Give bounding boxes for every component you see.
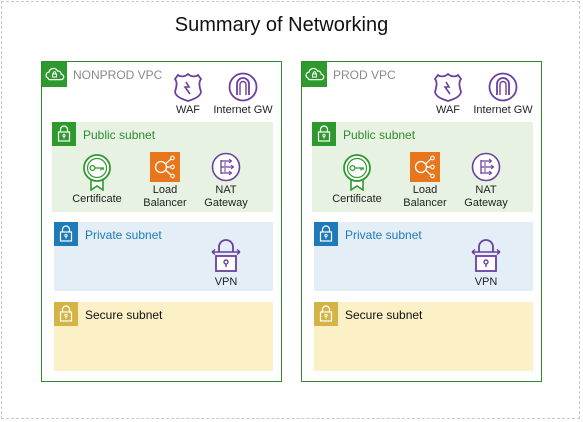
internet-gateway-label: Internet GW bbox=[213, 104, 273, 116]
cloud-lock-icon bbox=[42, 62, 67, 87]
load-balancer-node[interactable]: Load Balancer bbox=[140, 152, 190, 210]
waf-label: WAF bbox=[175, 104, 201, 116]
waf-node[interactable]: WAF bbox=[168, 72, 208, 117]
nat-gateway-icon bbox=[471, 152, 501, 182]
public-subnet-label: Public subnet bbox=[83, 128, 156, 142]
vpn-label: VPN bbox=[214, 276, 238, 288]
private-subnet[interactable]: Private subnet VPN bbox=[54, 222, 273, 291]
vpc-label: PROD VPC bbox=[333, 68, 396, 82]
vpc-group-nonprod[interactable]: NONPROD VPC WAF Internet GW Public subne… bbox=[41, 61, 282, 382]
vpn-lock-icon bbox=[471, 239, 501, 272]
load-balancer-icon bbox=[150, 152, 180, 182]
nat-gateway-label-2: Gateway bbox=[464, 197, 508, 209]
nat-gateway-icon bbox=[211, 152, 241, 182]
secure-subnet[interactable]: Secure subnet bbox=[54, 302, 273, 371]
lock-icon bbox=[314, 222, 338, 246]
load-balancer-icon bbox=[410, 152, 440, 182]
certificate-node[interactable]: Certificate bbox=[326, 153, 388, 206]
nat-gateway-node[interactable]: NAT Gateway bbox=[460, 152, 512, 210]
certificate-label: Certificate bbox=[72, 193, 122, 205]
internet-gateway-icon bbox=[228, 72, 258, 102]
cloud-lock-icon bbox=[302, 62, 327, 87]
public-subnet[interactable]: Public subnet Certificate Load Balancer bbox=[52, 122, 273, 212]
vpn-label: VPN bbox=[474, 276, 498, 288]
nat-gateway-node[interactable]: NAT Gateway bbox=[200, 152, 252, 210]
secure-subnet-label: Secure subnet bbox=[85, 308, 163, 322]
waf-label: WAF bbox=[435, 104, 461, 116]
nat-gateway-label-1: NAT bbox=[475, 184, 497, 196]
load-balancer-label-1: Load bbox=[412, 184, 438, 196]
vpn-lock-icon bbox=[211, 239, 241, 272]
waf-shield-icon bbox=[173, 72, 203, 102]
nat-gateway-label-2: Gateway bbox=[204, 197, 248, 209]
private-subnet[interactable]: Private subnet VPN bbox=[314, 222, 533, 291]
private-subnet-label: Private subnet bbox=[345, 228, 422, 242]
diagram-title: Summary of Networking bbox=[174, 14, 389, 36]
internet-gateway-label: Internet GW bbox=[473, 104, 533, 116]
internet-gateway-node[interactable]: Internet GW bbox=[210, 72, 276, 117]
secure-subnet-label: Secure subnet bbox=[345, 308, 423, 322]
vpn-node[interactable]: VPN bbox=[466, 236, 506, 289]
public-subnet[interactable]: Public subnet Certificate Load Balancer bbox=[312, 122, 533, 212]
private-subnet-label: Private subnet bbox=[85, 228, 162, 242]
load-balancer-label-1: Load bbox=[152, 184, 178, 196]
vpc-group-prod[interactable]: PROD VPC WAF Internet GW Public subnet bbox=[301, 61, 542, 382]
lock-icon bbox=[54, 302, 78, 326]
certificate-icon bbox=[83, 154, 111, 191]
secure-subnet[interactable]: Secure subnet bbox=[314, 302, 533, 371]
vpc-label: NONPROD VPC bbox=[73, 68, 163, 82]
certificate-node[interactable]: Certificate bbox=[66, 153, 128, 206]
nat-gateway-label-1: NAT bbox=[215, 184, 237, 196]
certificate-label: Certificate bbox=[332, 193, 382, 205]
waf-node[interactable]: WAF bbox=[428, 72, 468, 117]
lock-icon bbox=[54, 222, 78, 246]
public-subnet-label: Public subnet bbox=[343, 128, 416, 142]
lock-icon bbox=[312, 122, 336, 146]
lock-icon bbox=[314, 302, 338, 326]
vpn-node[interactable]: VPN bbox=[206, 236, 246, 289]
load-balancer-label-2: Balancer bbox=[143, 197, 187, 209]
lock-icon bbox=[52, 122, 76, 146]
waf-shield-icon bbox=[433, 72, 463, 102]
load-balancer-label-2: Balancer bbox=[403, 197, 447, 209]
internet-gateway-node[interactable]: Internet GW bbox=[470, 72, 536, 117]
certificate-icon bbox=[343, 154, 371, 191]
load-balancer-node[interactable]: Load Balancer bbox=[400, 152, 450, 210]
internet-gateway-icon bbox=[488, 72, 518, 102]
